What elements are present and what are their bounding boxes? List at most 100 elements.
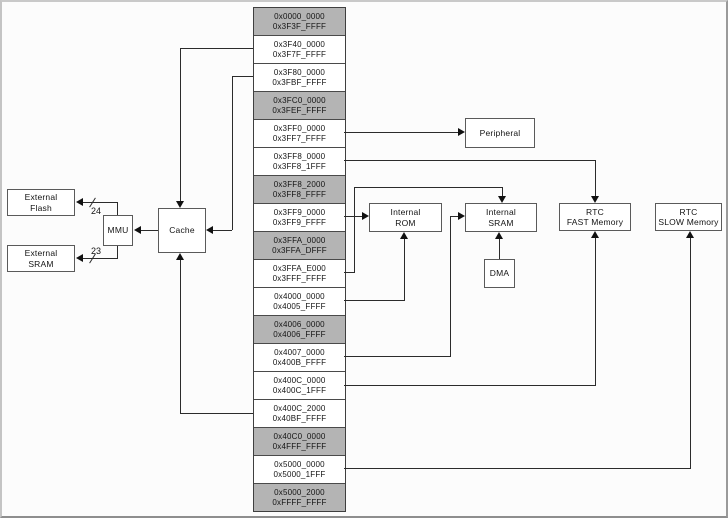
internal-rom-label-2: ROM (395, 217, 416, 228)
range-end: 0x3FF8_1FFF (273, 161, 326, 171)
line-mmu-to-flash (117, 202, 118, 215)
arrowhead-icon (458, 128, 465, 136)
rtc-slow-label-2: SLOW Memory (658, 217, 719, 227)
range-start: 0x3FF8_0000 (273, 151, 326, 161)
external-sram-label-2: SRAM (28, 258, 54, 269)
dma-box: DMA (484, 259, 515, 288)
range-start: 0x3FF9_0000 (273, 207, 326, 217)
range-start: 0x3F80_0000 (273, 67, 326, 77)
sram-bus-width-label: 23 (90, 246, 101, 256)
range-end: 0x3F7F_FFFF (272, 49, 327, 59)
range-start: 0x3FF0_0000 (273, 123, 326, 133)
internal-rom-label-1: Internal (390, 207, 421, 217)
peripheral-label: Peripheral (479, 127, 521, 138)
peripheral-box: Peripheral (465, 118, 535, 148)
line-cell17-to-rtc-slow (690, 238, 691, 469)
range-start: 0x400C_2000 (273, 403, 326, 413)
mmu-box: MMU (103, 215, 133, 246)
rtc-slow-label-1: RTC (679, 206, 698, 217)
line-cell13-to-sram (344, 356, 450, 357)
range-end: 0x3F3F_FFFF (272, 21, 327, 31)
arrowhead-icon (206, 226, 213, 234)
range-start: 0x5000_0000 (274, 459, 325, 469)
line-cell13-to-sram (450, 216, 451, 357)
arrowhead-icon (400, 232, 408, 239)
line-mmu-to-flash (83, 202, 118, 203)
line-cell15-to-cache (180, 260, 181, 413)
line-cell17-to-rtc-slow (344, 468, 691, 469)
line-cell3-to-cache (232, 76, 253, 77)
range-end: 0x3FF8_FFFF (272, 189, 327, 199)
arrowhead-icon (686, 231, 694, 238)
line-cell10-to-sram (354, 187, 355, 273)
range-end: 0x3FFF_FFFF (272, 273, 327, 283)
arrowhead-icon (76, 198, 83, 206)
arrowhead-icon (176, 253, 184, 260)
line-cell3-to-cache (232, 76, 233, 230)
rtc-fast-memory-box: RTC FAST Memory (559, 203, 631, 231)
line-cache-to-mmu (141, 230, 158, 231)
line-cell15-to-cache (180, 413, 253, 414)
line-cell14-to-rtc-fast (344, 385, 595, 386)
range-start: 0x3FFA_0000 (273, 235, 326, 245)
range-start: 0x3FC0_0000 (273, 95, 326, 105)
internal-sram-label-2: SRAM (488, 217, 514, 228)
range-end: 0x4005_FFFF (273, 301, 326, 311)
internal-sram-label-1: Internal (486, 207, 516, 217)
external-sram-box: External SRAM (7, 245, 75, 272)
range-end: 0x3FBF_FFFF (272, 77, 327, 87)
mmu-label: MMU (107, 225, 129, 236)
external-flash-label-2: Flash (30, 202, 52, 213)
line-cell14-to-rtc-fast (595, 238, 596, 386)
arrowhead-icon (591, 231, 599, 238)
rtc-fast-label-1: RTC (586, 206, 604, 217)
range-end: 0x400C_1FFF (272, 385, 327, 395)
arrowhead-icon (591, 196, 599, 203)
line-mmu-to-sram (117, 246, 118, 259)
line-cell3-to-cache (213, 230, 232, 231)
range-start: 0x5000_2000 (274, 487, 325, 497)
range-end: 0x4FFF_FFFF (272, 441, 327, 451)
line-cell10-to-sram (354, 187, 502, 188)
external-sram-label-1: External (24, 248, 58, 258)
rtc-fast-label-2: FAST Memory (566, 217, 624, 227)
internal-rom-box: Internal ROM (369, 203, 442, 232)
cache-label: Cache (169, 225, 195, 236)
flash-bus-width-label: 24 (90, 206, 101, 216)
range-end: 0x400B_FFFF (272, 357, 327, 367)
range-start: 0x3FFA_E000 (273, 263, 326, 273)
line-cell10-to-sram (502, 187, 503, 196)
range-start: 0x0000_0000 (274, 11, 325, 21)
range-start: 0x4007_0000 (274, 347, 325, 357)
range-start: 0x3FF8_2000 (273, 179, 326, 189)
range-end: 0x5000_1FFF (273, 469, 326, 479)
line-dma-to-sram (499, 239, 500, 259)
arrowhead-icon (495, 232, 503, 239)
line-cell11-to-rom (404, 239, 405, 301)
range-end: 0x3FEF_FFFF (272, 105, 327, 115)
range-end: 0x4006_FFFF (273, 329, 326, 339)
range-end: 0x3FF7_FFFF (272, 133, 327, 143)
line-cell2-to-cache (180, 48, 181, 201)
line-cell2-to-cache (180, 48, 253, 49)
arrowhead-icon (362, 212, 369, 220)
rtc-slow-memory-box: RTC SLOW Memory (655, 203, 722, 231)
arrowhead-icon (176, 201, 184, 208)
external-flash-label-1: External (24, 192, 58, 202)
